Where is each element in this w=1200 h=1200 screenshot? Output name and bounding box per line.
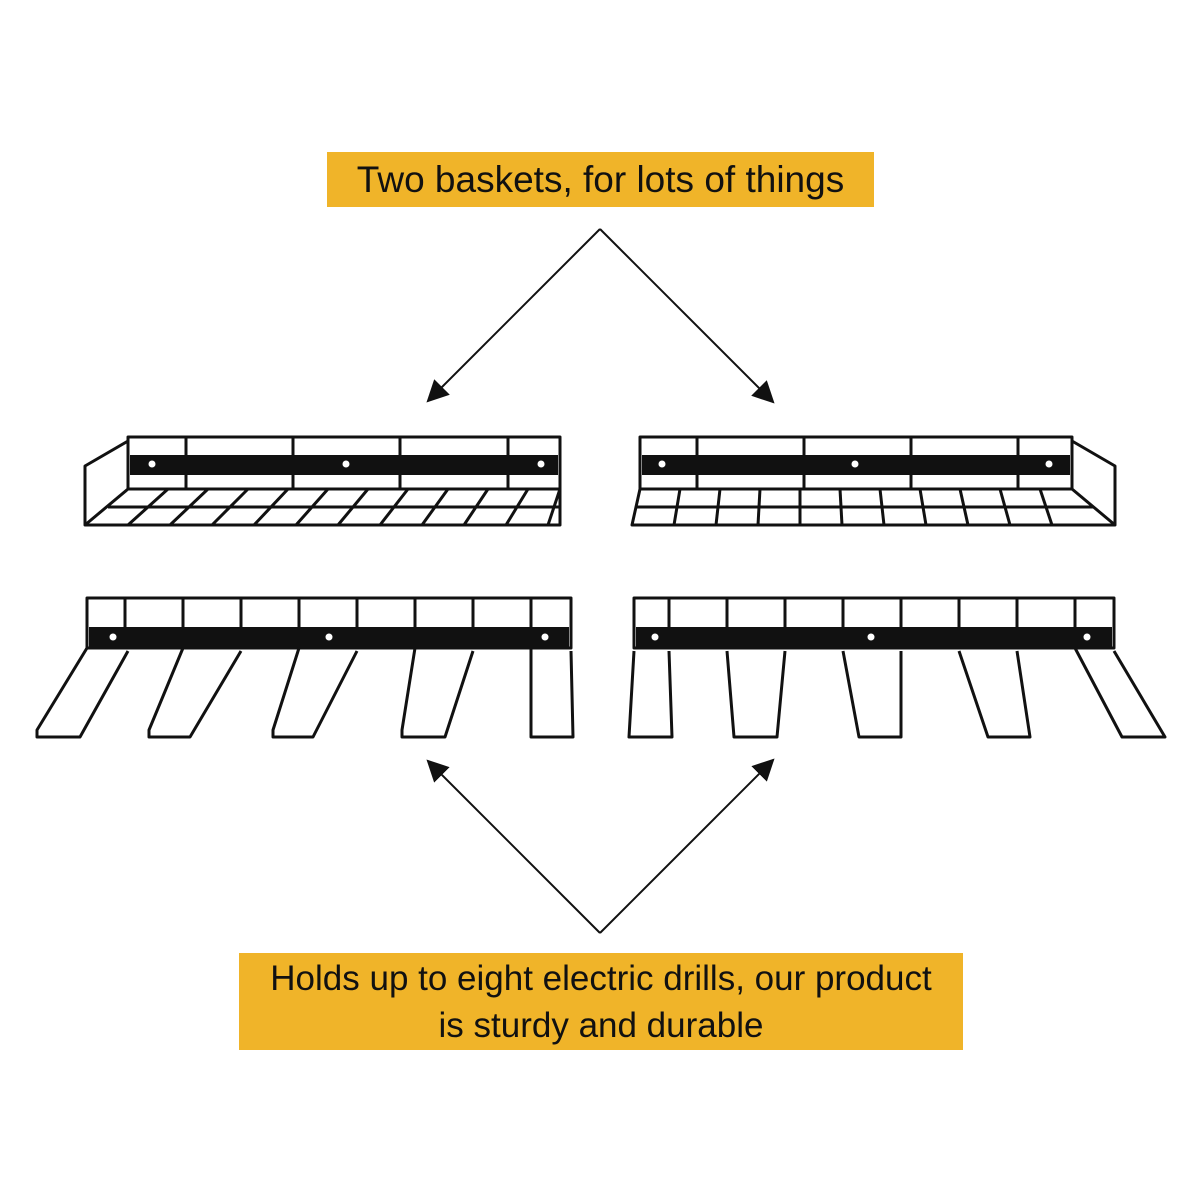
top-arrows (426, 228, 775, 404)
bottom-label: Holds up to eight electric drills, our p… (239, 953, 963, 1050)
top-label: Two baskets, for lots of things (327, 152, 874, 207)
arrow-to-left-basket (426, 228, 601, 403)
top-label-text: Two baskets, for lots of things (356, 159, 845, 200)
bottom-label-line-2: is sturdy and durable (438, 1006, 764, 1045)
drill-holder-left (35, 596, 575, 739)
top-label-background (327, 152, 874, 207)
bottom-label-background (239, 953, 963, 1050)
arrow-to-right-basket (599, 228, 775, 404)
arrow-to-right-drill-holder (599, 758, 775, 934)
arrow-to-left-drill-holder (426, 759, 601, 934)
drill-holder-right (627, 596, 1167, 739)
bottom-label-line-1: Holds up to eight electric drills, our p… (270, 959, 932, 998)
basket-right (630, 435, 1117, 527)
bottom-arrows (426, 758, 775, 934)
basket-left (83, 435, 562, 527)
